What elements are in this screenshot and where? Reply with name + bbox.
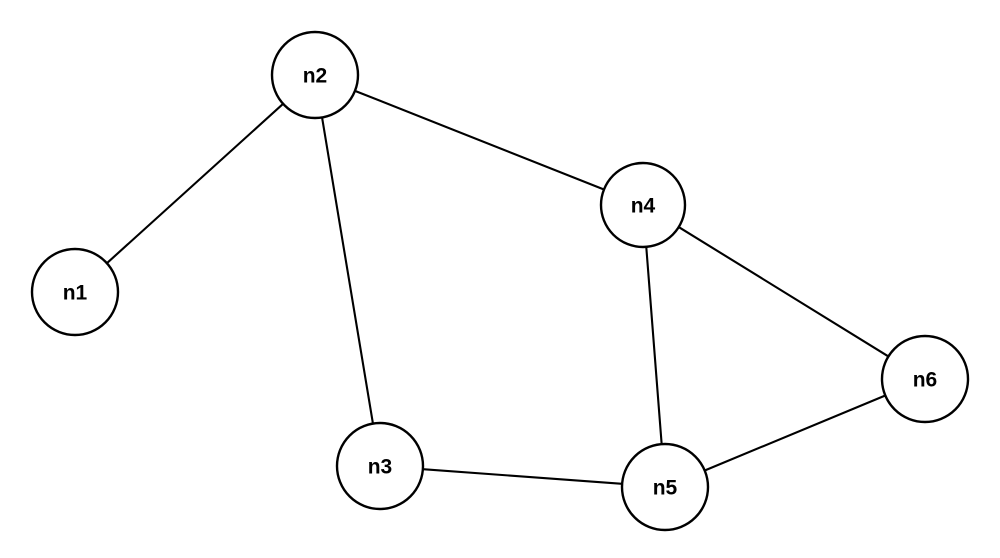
graph-node-n2[interactable]: n2 (270, 30, 360, 120)
graph-node-n4[interactable]: n4 (599, 161, 687, 249)
node-circle-n5[interactable] (620, 442, 710, 532)
graph-node-n5[interactable]: n5 (620, 442, 710, 532)
node-label-n3: n3 (368, 456, 393, 479)
graph-edge-n4-n5 (645, 245, 663, 446)
node-label-n6: n6 (913, 369, 938, 392)
node-circle-n3[interactable] (335, 421, 425, 511)
node-label-n4: n4 (631, 195, 656, 218)
node-circle-n2[interactable] (270, 30, 360, 120)
node-label-n5: n5 (653, 477, 678, 500)
graph-edge-n4-n6 (677, 226, 890, 358)
node-circle-n4[interactable] (599, 161, 687, 249)
graph-edge-n1-n2 (105, 102, 285, 265)
graph-edge-n2-n4 (353, 89, 606, 191)
graph-node-n1[interactable]: n1 (30, 247, 120, 337)
graph-node-n6[interactable]: n6 (880, 334, 970, 424)
graph-node-n3[interactable]: n3 (335, 421, 425, 511)
node-label-n1: n1 (63, 282, 88, 305)
graph-edge-n2-n3 (321, 116, 374, 425)
node-label-n2: n2 (303, 65, 328, 88)
graph-edge-n3-n5 (421, 468, 624, 485)
node-circle-n1[interactable] (30, 247, 120, 337)
edges-layer (105, 89, 890, 485)
nodes-layer: n1 n2 n3 n4 n5 n6 (30, 30, 970, 532)
node-circle-n6[interactable] (880, 334, 970, 424)
graph-edge-n5-n6 (703, 394, 887, 472)
